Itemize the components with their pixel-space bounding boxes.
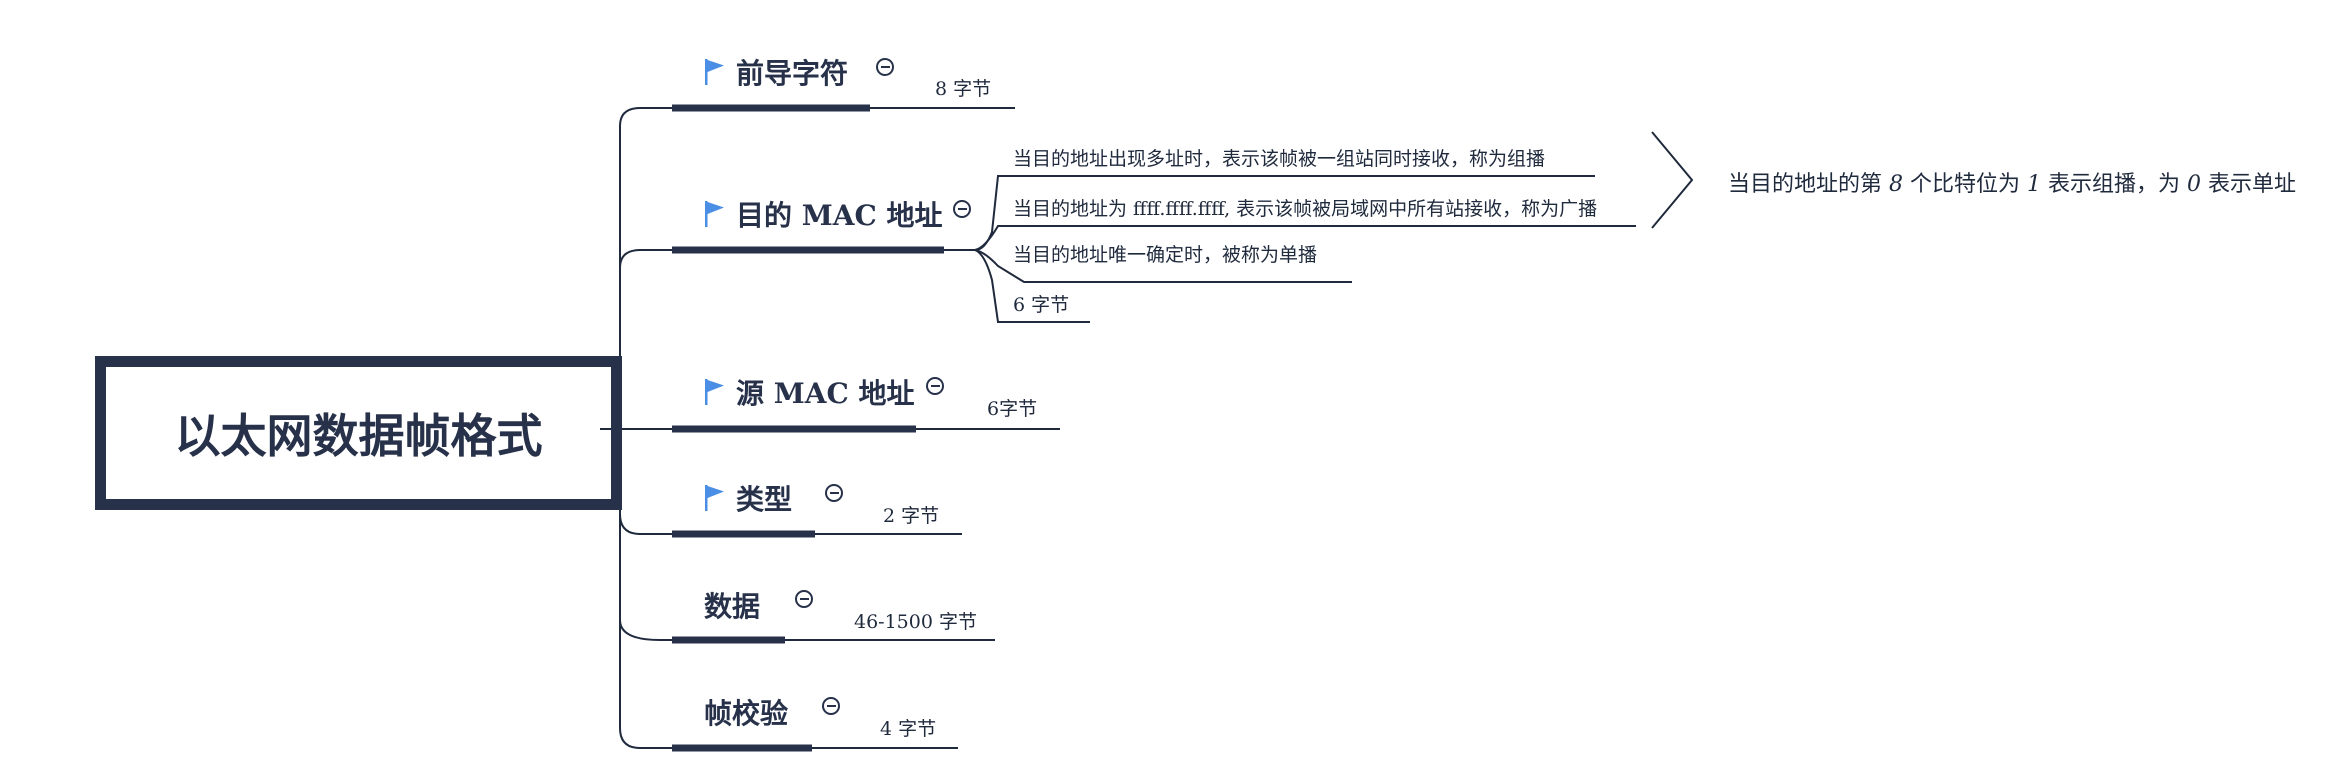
branch-fcs[interactable]: 帧校验 (704, 692, 788, 732)
summary-mid2: 表示组播，为 (2041, 172, 2187, 197)
summary-prefix: 当目的地址的第 (1728, 172, 1889, 197)
branch-label: 目的 MAC 地址 (736, 199, 943, 232)
leaf-src-mac-size: 6字节 (987, 398, 1038, 420)
collapse-minus-icon[interactable] (822, 697, 840, 715)
leaf-data-size: 46-1500 字节 (854, 611, 977, 633)
branch-src-mac[interactable]: 源 MAC 地址 (704, 372, 915, 412)
leaf-preamble-size: 8 字节 (935, 78, 992, 100)
leaf-multicast: 当目的地址出现多址时，表示该帧被一组站同时接收，称为组播 (1013, 148, 1546, 170)
root-title: 以太网数据帧格式 (174, 409, 543, 463)
branch-label: 数据 (704, 590, 761, 623)
flag-icon (705, 379, 724, 405)
summary-mid1: 个比特位为 (1903, 172, 2027, 197)
summary-bit-zero: 0 (2187, 172, 2201, 197)
summary-bit-index: 8 (1889, 172, 1903, 197)
collapse-minus-icon[interactable] (795, 590, 813, 608)
branch-type[interactable]: 类型 (704, 478, 792, 518)
branch-data[interactable]: 数据 (704, 585, 760, 625)
collapse-minus-icon[interactable] (953, 200, 971, 218)
summary-bit-one: 1 (2027, 172, 2041, 197)
branch-label: 类型 (736, 483, 793, 516)
leaf-fcs-size: 4 字节 (880, 718, 937, 740)
collapse-minus-icon[interactable] (926, 377, 944, 395)
summary-suffix: 表示单址 (2201, 172, 2296, 197)
leaf-type-size: 2 字节 (883, 505, 940, 527)
root-topic[interactable]: 以太网数据帧格式 (95, 356, 622, 510)
leaf-dest-mac-size: 6 字节 (1013, 294, 1070, 316)
branch-dest-mac[interactable]: 目的 MAC 地址 (704, 194, 943, 234)
branch-preamble[interactable]: 前导字符 (704, 52, 848, 92)
flag-icon (705, 201, 724, 227)
collapse-minus-icon[interactable] (825, 484, 843, 502)
branch-label: 前导字符 (736, 57, 849, 90)
summary-note: 当目的地址的第 8 个比特位为 1 表示组播，为 0 表示单址 (1728, 166, 2296, 198)
branch-label: 源 MAC 地址 (736, 377, 915, 410)
leaf-unicast: 当目的地址唯一确定时，被称为单播 (1013, 244, 1318, 266)
flag-icon (705, 485, 724, 511)
collapse-minus-icon[interactable] (876, 58, 894, 76)
leaf-broadcast: 当目的地址为 ffff.ffff.ffff, 表示该帧被局域网中所有站接收，称为… (1013, 198, 1598, 220)
flag-icon (705, 59, 724, 85)
branch-label: 帧校验 (704, 697, 789, 730)
